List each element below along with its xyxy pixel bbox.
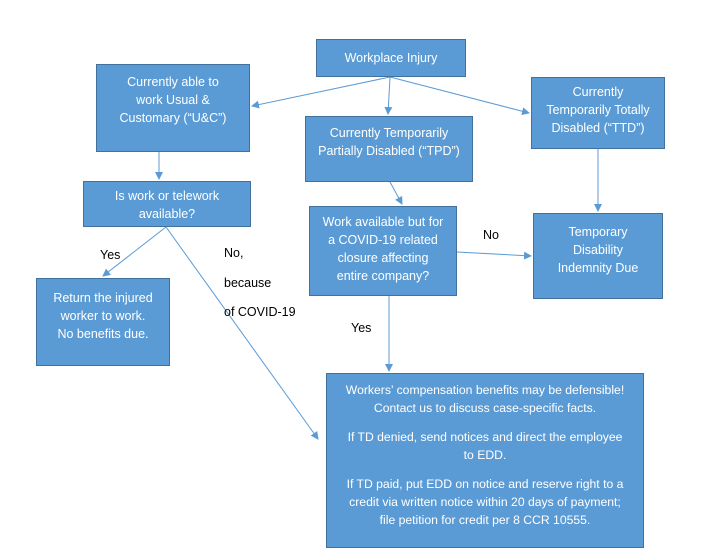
node-text: Workplace Injury — [344, 51, 438, 65]
node-text: Currently — [572, 85, 624, 99]
node-text: a COVID-19 related — [328, 233, 438, 247]
yes-label-bottom: Yes — [351, 321, 372, 335]
node-text: If TD denied, send notices and direct th… — [347, 430, 623, 444]
node-text: Is work or telework — [114, 189, 220, 203]
node-text: Partially Disabled (“TPD”) — [318, 144, 460, 158]
node-text: worker to work. — [60, 309, 146, 323]
arrow-work-to-tdd — [456, 251, 532, 260]
node-text: Disability — [572, 243, 623, 257]
comp-paragraph-3: If TD paid, put EDD on notice and reserv… — [347, 475, 624, 529]
node-text: to EDD. — [463, 448, 507, 462]
node-text: entire company? — [336, 269, 430, 283]
node-text: file petition for credit per 8 CCR 10555… — [379, 513, 591, 527]
yes-label-left: Yes — [100, 248, 121, 262]
node-text: credit via written notice within 20 days… — [349, 495, 621, 509]
node-text: No benefits due. — [57, 327, 149, 341]
no-covid-label-line1: No, — [224, 246, 244, 260]
usual-customary-node: Currently able to work Usual & Customary… — [96, 64, 250, 152]
telework-question-node: Is work or telework available? — [83, 181, 251, 227]
node-text: Return the injured — [53, 291, 153, 305]
arrow-telework-to-comp — [165, 226, 319, 440]
node-text: Contact us to discuss case-specific fact… — [373, 401, 597, 415]
node-text: Temporary — [568, 225, 628, 239]
arrow-telework-to-return — [102, 226, 167, 277]
node-text: Indemnity Due — [557, 261, 639, 275]
node-text: work Usual & — [136, 93, 210, 107]
work-available-question-node: Work available but for a COVID-19 relate… — [309, 206, 457, 296]
comp-paragraph-2: If TD denied, send notices and direct th… — [348, 428, 623, 464]
arrow-injury-to-tpd — [384, 76, 393, 115]
workers-comp-defensible-node: Workers’ compensation benefits may be de… — [326, 373, 644, 548]
node-text: Currently Temporarily — [329, 126, 449, 140]
node-text: available? — [138, 207, 196, 221]
no-covid-label-line2: because — [224, 276, 272, 290]
temporary-disability-node: Temporary Disability Indemnity Due — [533, 213, 663, 299]
arrow-injury-to-uc — [251, 76, 391, 109]
no-covid-label-line3: of COVID-19 — [224, 305, 296, 319]
return-to-work-node: Return the injured worker to work. No be… — [36, 278, 170, 366]
arrow-injury-to-ttd — [389, 76, 530, 116]
node-text: Workers’ compensation benefits may be de… — [345, 383, 625, 397]
node-text: Temporarily Totally — [546, 103, 650, 117]
node-text: Customary (“U&C”) — [119, 111, 227, 125]
ttd-node: Currently Temporarily Totally Disabled (… — [531, 77, 665, 149]
node-text: If TD paid, put EDD on notice and reserv… — [346, 477, 624, 491]
comp-paragraph-1: Workers’ compensation benefits may be de… — [346, 381, 624, 417]
workplace-injury-node: Workplace Injury — [316, 39, 466, 77]
node-text: Disabled (“TTD”) — [551, 121, 645, 135]
arrow-tpd-to-work — [389, 181, 403, 205]
node-text: closure affecting — [337, 251, 429, 265]
tpd-node: Currently Temporarily Partially Disabled… — [305, 116, 473, 182]
node-text: Currently able to — [127, 75, 219, 89]
node-text: Work available but for — [322, 215, 444, 229]
no-label-right: No — [483, 228, 499, 242]
